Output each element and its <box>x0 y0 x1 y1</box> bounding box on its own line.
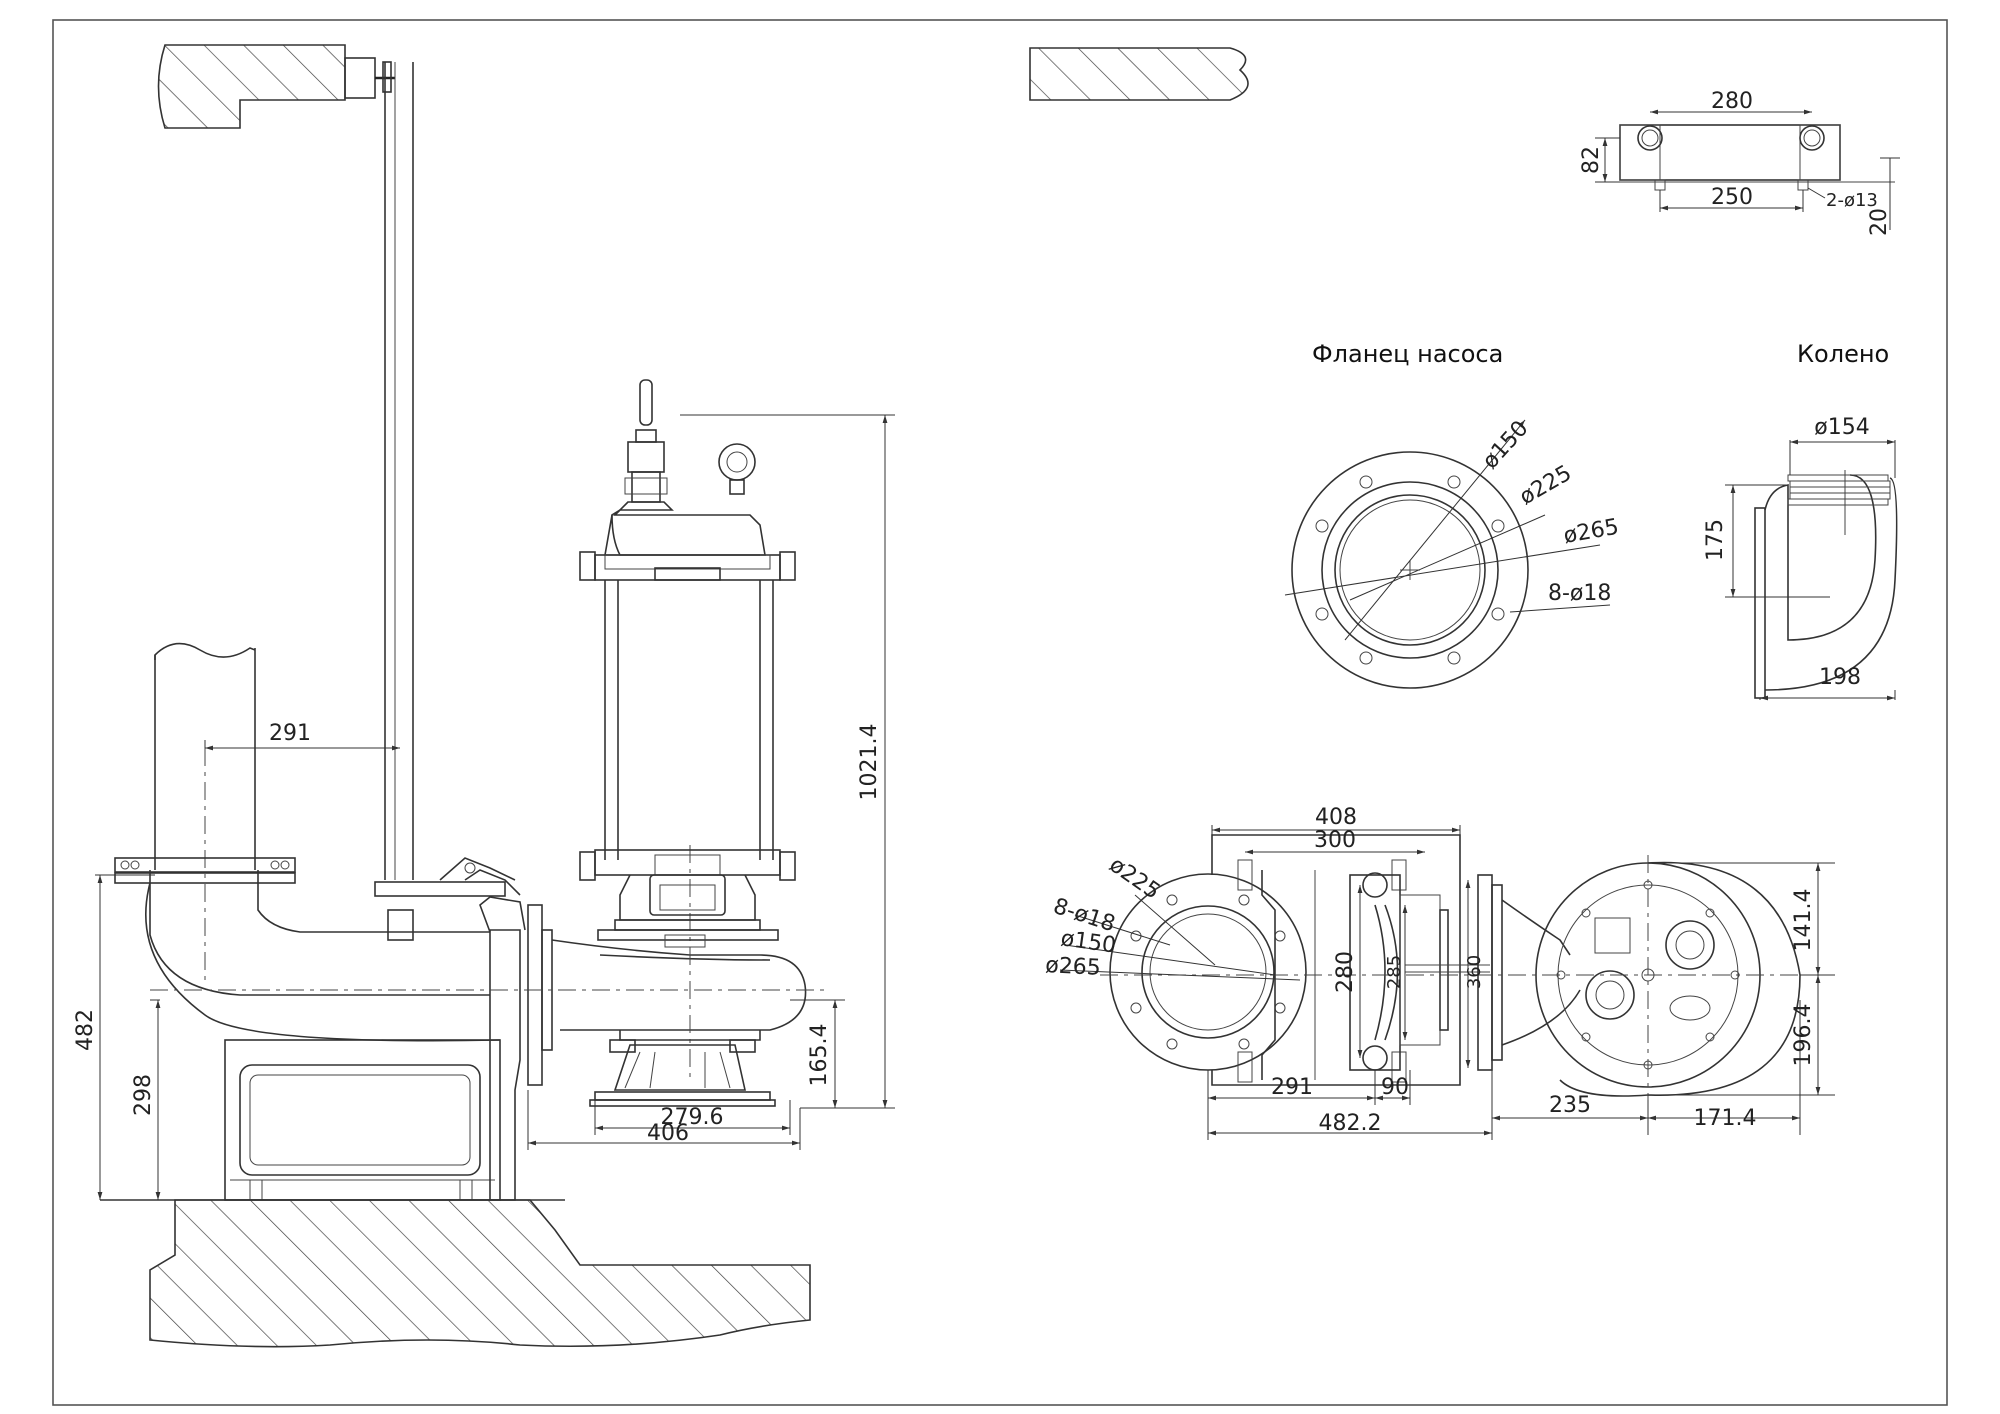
plan-90: 90 <box>1381 1075 1409 1100</box>
plan-300: 300 <box>1314 828 1356 853</box>
plan-d225: ø225 <box>1105 852 1165 904</box>
dim-482: 482 <box>73 1009 98 1051</box>
plan-235: 235 <box>1549 1093 1591 1118</box>
elbow-175: 175 <box>1703 519 1728 561</box>
dim-2x13: 2-ø13 <box>1826 190 1878 211</box>
plan-285: 285 <box>1384 955 1405 989</box>
ceiling-slab <box>157 44 346 129</box>
dim-279: 279.6 <box>661 1105 724 1130</box>
flange-d265: ø265 <box>1562 515 1621 549</box>
plan-291: 291 <box>1271 1075 1313 1100</box>
flange-d150: ø150 <box>1478 416 1534 474</box>
dim-1021: 1021.4 <box>857 724 882 801</box>
side-elevation-view <box>100 44 825 1348</box>
dim-406: 406 <box>647 1121 689 1146</box>
plan-360: 360 <box>1464 955 1485 989</box>
flange-8x18: 8-ø18 <box>1548 581 1611 606</box>
plan-280: 280 <box>1333 951 1358 993</box>
plan-482: 482.2 <box>1319 1111 1382 1136</box>
upper-bracket-slab <box>1029 47 1249 101</box>
plan-196: 196.4 <box>1791 1004 1816 1067</box>
elbow-d154: ø154 <box>1814 415 1869 440</box>
flange-d225: ø225 <box>1516 461 1577 510</box>
dim-250: 250 <box>1711 185 1753 210</box>
guide-bracket-plate-view: 280 82 250 2-ø13 20 <box>1579 89 1900 236</box>
dim-20: 20 <box>1867 208 1892 236</box>
dim-82: 82 <box>1579 146 1604 174</box>
elbow-title: Колено <box>1797 340 1889 368</box>
side-view-dimensions: 291 1021.4 165.4 482 298 279.6 406 <box>73 414 895 1200</box>
plan-171: 171.4 <box>1694 1106 1757 1131</box>
elbow-view: ø154 175 198 <box>1703 415 1898 701</box>
plan-141: 141.4 <box>1791 889 1816 952</box>
dim-298: 298 <box>131 1074 156 1116</box>
dim-291: 291 <box>269 721 311 746</box>
drawing-frame <box>52 19 1948 1406</box>
dim-280-plate: 280 <box>1711 89 1753 114</box>
dim-165: 165.4 <box>807 1024 832 1087</box>
plan-d265: ø265 <box>1045 953 1102 981</box>
flange-title: Фланец насоса <box>1312 340 1503 368</box>
plan-408: 408 <box>1315 805 1357 830</box>
floor-slab <box>149 1199 811 1348</box>
elbow-198: 198 <box>1819 665 1861 690</box>
pump-flange-view: ø150 ø225 ø265 8-ø18 <box>1284 416 1621 689</box>
